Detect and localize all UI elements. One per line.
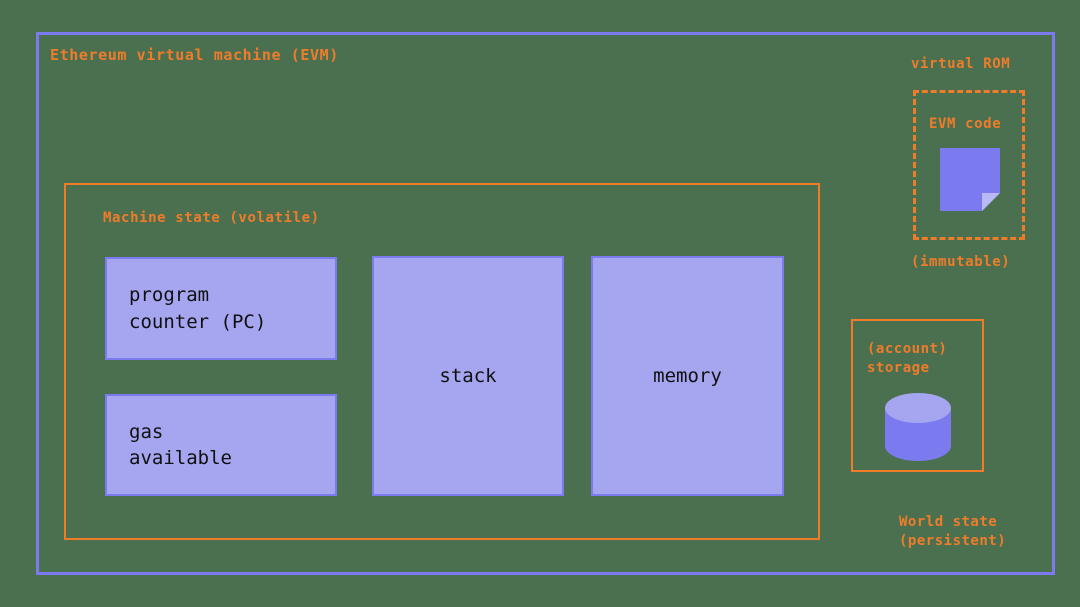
machine-state-title: Machine state (volatile) — [103, 210, 320, 226]
database-cylinder-icon — [885, 393, 951, 461]
program-counter-box: program counter (PC) — [105, 257, 337, 360]
memory-label: memory — [653, 364, 722, 387]
stack-box: stack — [372, 256, 564, 496]
world-state-label: World state (persistent) — [899, 514, 1007, 549]
immutable-note: (immutable) — [911, 254, 1011, 270]
machine-state-frame — [64, 183, 820, 540]
account-storage-frame — [851, 319, 984, 472]
evm-title: Ethereum virtual machine (EVM) — [50, 46, 339, 64]
stack-label: stack — [439, 364, 497, 387]
account-storage-label: (account) storage — [867, 341, 948, 376]
memory-box: memory — [591, 256, 784, 496]
gas-available-box: gas available — [105, 394, 337, 496]
gas-available-label: gas available — [129, 420, 232, 469]
document-page-icon — [940, 148, 1000, 211]
program-counter-label: program counter (PC) — [129, 284, 267, 333]
virtual-rom-title: virtual ROM — [911, 56, 1011, 72]
evm-code-dashed-frame — [913, 90, 1025, 240]
evm-code-label: EVM code — [929, 116, 1002, 132]
evm-outer-frame — [36, 32, 1055, 575]
